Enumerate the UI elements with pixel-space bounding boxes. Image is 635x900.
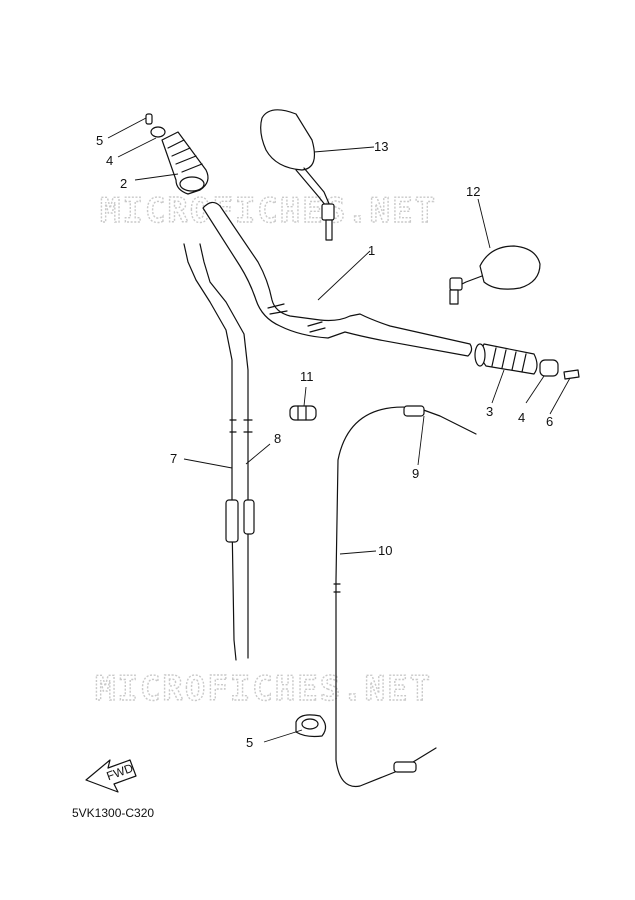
callout-11: 5 [246,735,253,750]
cable-clamp-10 [289,405,317,421]
callout-5-left: 5 [96,133,103,148]
leader-lines [107,117,571,743]
diagram-code: 5VK1300-C320 [72,806,154,820]
watermark-bottom: MICROFICHES.NET [95,669,432,709]
callout-8: 9 [412,466,419,481]
handlebar [202,201,473,357]
callout-12: 12 [466,184,480,199]
callout-10: 11 [300,369,314,384]
callout-1: 1 [368,243,375,258]
callout-3: 3 [486,404,493,419]
callout-5-right: 6 [546,414,553,429]
watermark-top: MICROFICHES.NET [100,191,437,231]
left-grip-assembly [145,113,209,195]
throttle-cables [183,243,255,661]
callout-9: 10 [378,543,392,558]
cable-clamp-11 [295,714,327,738]
callout-7: 8 [274,431,281,446]
callout-2: 2 [120,176,127,191]
clutch-cable [333,405,477,788]
callout-6: 7 [170,451,177,466]
forward-arrow-icon: FWD [85,759,137,793]
mirror-right [449,245,541,305]
callout-13: 13 [374,139,388,154]
right-grip-assembly [474,343,580,380]
callout-4-right: 4 [518,410,525,425]
mirror-left [260,109,335,241]
callout-4-left: 4 [106,153,113,168]
